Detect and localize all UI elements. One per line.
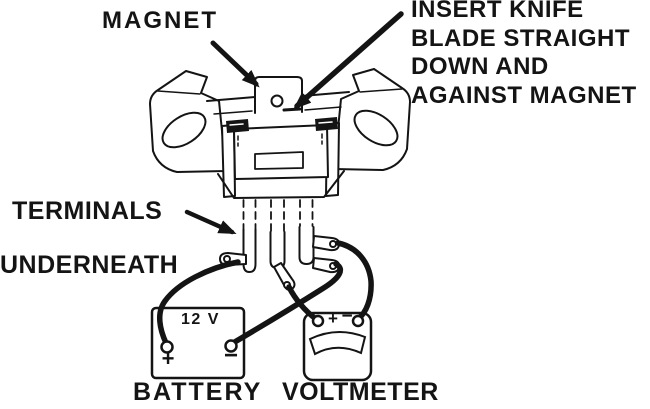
right-terminal-blade (298, 226, 315, 265)
voltmeter-positive-terminal (311, 314, 325, 328)
voltmeter-negative-sign: − (341, 306, 353, 327)
battery-negative-sign: − (223, 342, 238, 369)
magnet-arrow (210, 40, 260, 88)
wire-voltmeter-negative-to-right-blade (335, 240, 374, 322)
housing-clips (226, 117, 338, 133)
left-ear-hole (161, 111, 207, 149)
left-mounting-ear (149, 70, 227, 173)
hidden-terminal-stubs (242, 199, 314, 232)
left-terminal-blade (242, 228, 257, 273)
knife-blade-note: INSERT KNIFE BLADE STRAIGHT DOWN AND AGA… (411, 0, 637, 109)
middle-terminal-blade (269, 231, 286, 269)
wire-battery-negative-to-right-blade (230, 261, 344, 346)
battery-voltage: 12 V (181, 311, 220, 328)
housing-top-inner-edge (213, 106, 342, 115)
magnet-label: MAGNET (102, 7, 218, 34)
voltmeter-positive-sign: + (328, 309, 338, 328)
voltmeter-negative-terminal (351, 314, 365, 328)
right-blade-upper-lug (312, 235, 341, 252)
battery-negative-terminal (224, 339, 238, 353)
terminals-note: TERMINALS UNDERNEATH (0, 171, 178, 306)
battery-positive-terminal (160, 340, 174, 354)
battery-label: BATTERY (133, 378, 263, 406)
leader-arrows (184, 11, 404, 235)
battery-positive-sign: + (161, 346, 175, 371)
terminals-note-line2: UNDERNEATH (0, 251, 179, 279)
voltmeter-box (302, 311, 373, 382)
housing-recess (254, 151, 304, 170)
knife-blade-slot (282, 107, 302, 112)
voltmeter-label: VOLTMETER (282, 378, 439, 406)
housing-body (217, 122, 345, 199)
right-blade-lower-lug (312, 257, 341, 274)
right-ear-hole (353, 109, 399, 147)
right-mounting-ear (333, 68, 411, 171)
voltmeter-scale (308, 331, 367, 356)
terminals-note-line1: TERMINALS (12, 197, 163, 225)
switch-assembly (149, 68, 411, 273)
test-wires (157, 240, 374, 346)
battery-box (150, 306, 246, 380)
magnet-plate-hole (270, 94, 284, 108)
terminals-arrow (184, 209, 237, 235)
terminal-rings (160, 314, 365, 354)
wire-battery-positive-to-left-blade (157, 259, 241, 346)
knife-blade-arrow (293, 11, 404, 110)
housing-base (217, 170, 345, 199)
